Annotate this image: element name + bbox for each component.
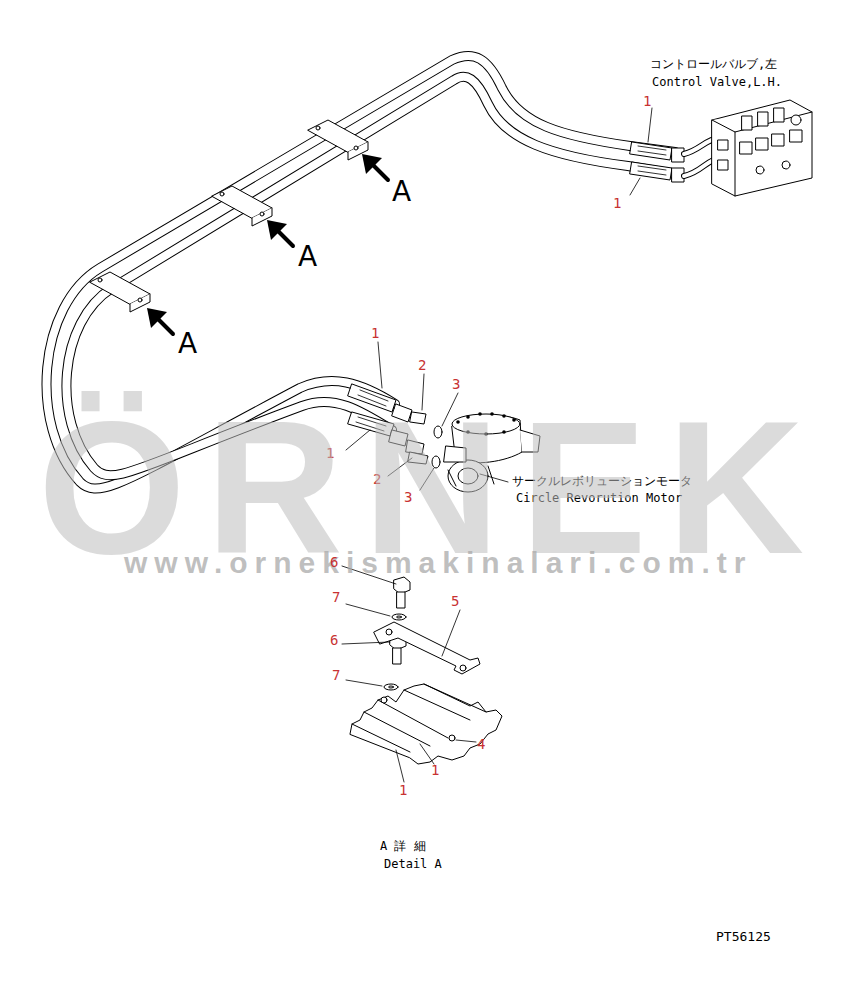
part-name: Control Valve,L.H. [652, 76, 782, 88]
callout-number: 1 [643, 94, 651, 108]
callout-number: 3 [452, 377, 460, 391]
callout-number: 5 [451, 594, 459, 608]
callout-number: 6 [330, 555, 338, 569]
detail-title: Detail A [384, 858, 442, 870]
drawing-number: PT56125 [716, 930, 771, 943]
callout-number: 4 [477, 737, 485, 751]
callout-number: 1 [431, 763, 439, 777]
view-letter: A [392, 178, 411, 206]
callout-number: 1 [371, 326, 379, 340]
callout-number: 7 [332, 590, 340, 604]
callout-number: 2 [418, 358, 426, 372]
view-letter: A [298, 243, 317, 271]
callout-number: 6 [330, 633, 338, 647]
callout-number: 7 [332, 668, 340, 682]
callout-number: 1 [399, 783, 407, 797]
view-letter: A [178, 330, 197, 358]
part-name-ja: コントロールバルブ,左 [650, 58, 777, 70]
detail-title-ja: A 詳 細 [380, 840, 426, 852]
watermark-url: www.ornekismakinalari.com.tr [124, 548, 752, 578]
callout-number: 1 [613, 196, 621, 210]
